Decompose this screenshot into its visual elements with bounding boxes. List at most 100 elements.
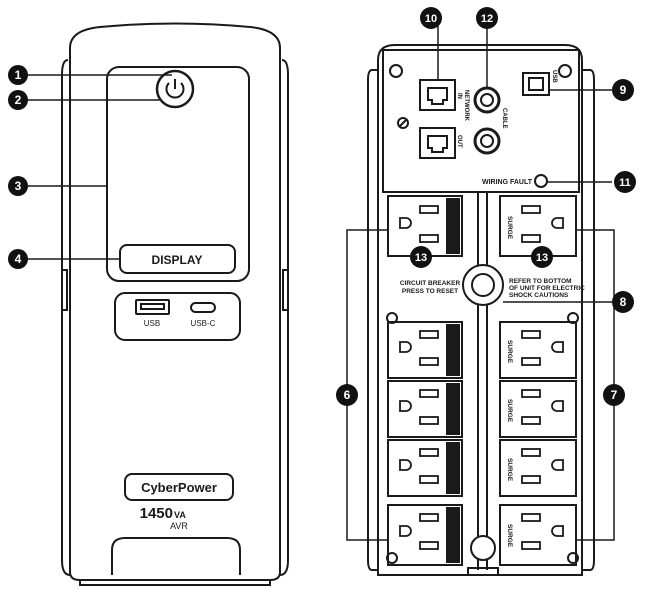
callout-2: 2 [15,93,22,107]
press-to-reset-label: PRESS TO RESET [402,288,458,295]
back-left-side [367,69,380,571]
right-receptacle-2 [521,330,564,366]
outlet-strip-3 [446,383,460,435]
callout-8: 8 [620,295,627,309]
callout-2-badge [8,90,28,110]
refer-label-line2: OF UNIT FOR ELECTRIC [509,285,585,292]
callout-12: 12 [481,13,493,25]
left-receptacle-5 [399,513,439,550]
refer-label-line1: REFER TO BOTTOM [509,278,572,285]
front-feet [79,580,271,586]
network-label: NETWORK [463,90,469,122]
circuit-breaker-ring [462,264,504,306]
back-view [367,44,595,576]
callout-13a: 13 [415,252,427,264]
power-button[interactable] [155,69,195,109]
callout-13b-badge [531,246,553,268]
network-in-label: IN [456,93,462,99]
battery-outlet-label-strips [446,198,460,563]
callout-10-badge [420,7,442,29]
callout-9-badge [612,79,634,101]
left-receptacle-1 [399,205,439,243]
ground-screw [397,117,409,129]
front-right-notch [282,269,289,311]
network-out-jack[interactable] [419,127,456,159]
front-left-notch [61,269,68,311]
battery-outlet-5[interactable] [387,504,463,566]
plate-screw-top-left [389,64,403,78]
callout-12-badge [476,7,498,29]
surge-outlet-5[interactable] [499,504,577,566]
rear-base-foot [467,567,499,575]
wiring-fault-label: WIRING FAULT [482,179,533,186]
callout-numbers: 1 2 3 4 6 7 8 9 10 11 12 13 13 [15,13,631,402]
back-right-side [582,69,595,571]
network-in-jack-slot [427,87,448,105]
front-left-side [61,59,71,576]
callout-1-badge [8,65,28,85]
usb-a-port[interactable] [135,299,170,315]
callout-9: 9 [620,83,627,97]
brand-plate [124,473,234,501]
network-out-label: OUT [456,135,462,148]
usb-c-label: USB-C [191,319,216,328]
wiring-fault-indicator [534,174,548,188]
outlet-strip-1 [446,198,460,254]
callout-6: 6 [344,388,351,402]
usb-charging-panel [114,292,241,341]
surge-label-3: SURGE [506,399,513,423]
ground-screw-slot [398,118,408,128]
back-body [377,44,583,576]
capacity-value: 1450 [140,505,173,522]
callout-3-badge [8,176,28,196]
outlet-receptacles [399,205,564,550]
cable-label: CABLE [501,108,507,129]
back-screw-bottom-right [567,552,579,564]
model-suffix: AVR [170,521,188,531]
usb-b-port[interactable] [522,72,550,96]
usb-c-port[interactable] [190,302,216,313]
surge-outlet-4[interactable] [499,439,577,497]
callout-13a-badge [410,246,432,268]
left-receptacle-2 [399,330,439,366]
battery-outlet-4[interactable] [387,439,463,497]
battery-outlet-3[interactable] [387,380,463,438]
front-right-side [279,59,289,576]
usb-a-label: USB [144,319,160,328]
surge-label-4: SURGE [506,458,513,482]
right-receptacle-4 [521,448,564,484]
circuit-breaker-label: CIRCUIT BREAKER [400,280,461,287]
right-receptacle-3 [521,389,564,425]
refer-label-line3: SHOCK CAUTIONS [509,292,569,299]
left-receptacle-3 [399,389,439,425]
outlet-strip-5 [446,507,460,563]
callout-badges [8,7,636,406]
power-cord-strain-relief [470,535,496,561]
cable-out-coax[interactable] [473,127,501,155]
front-view [61,22,289,586]
surge-label-5: SURGE [506,524,513,548]
usb-a-port-tongue [140,303,165,310]
callout-10: 10 [425,13,437,25]
callout-7-badge [603,384,625,406]
plate-screw-top-right [558,64,572,78]
surge-outlet-2[interactable] [499,321,577,379]
right-receptacle-1 [521,205,564,243]
brand-logo: CyberPower [141,480,217,495]
surge-outlet-3[interactable] [499,380,577,438]
circuit-breaker-button[interactable] [471,273,495,297]
lcd-screen-panel [106,66,250,282]
cable-in-coax-center [480,93,494,107]
surge-label-2: SURGE [506,340,513,364]
callout-4: 4 [15,252,22,266]
usb-b-label: USB [551,70,557,83]
battery-outlet-2[interactable] [387,321,463,379]
callout-1: 1 [15,68,22,82]
left-receptacle-4 [399,448,439,484]
callout-6-badge [336,384,358,406]
callout-11-badge [614,171,636,193]
surge-label-1: SURGE [506,216,513,240]
network-out-jack-slot [427,135,448,153]
